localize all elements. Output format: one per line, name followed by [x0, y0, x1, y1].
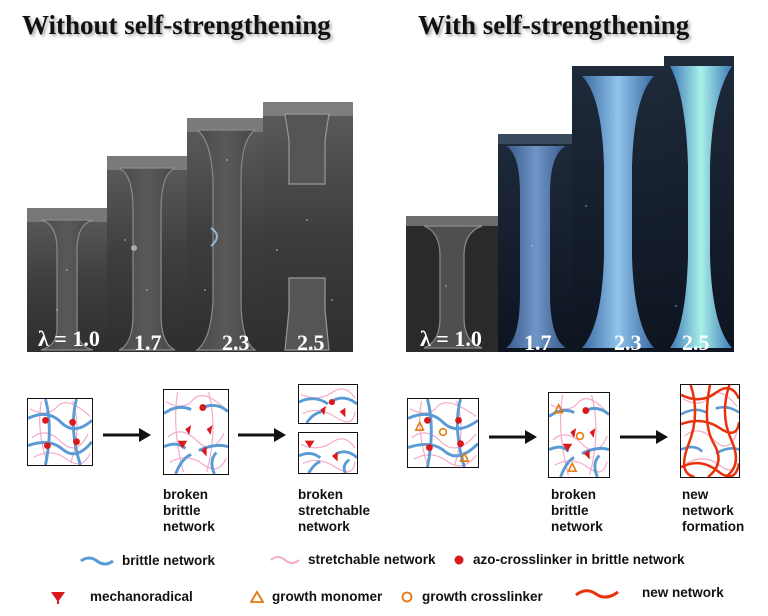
- new-network-line-icon: [575, 588, 619, 598]
- right-broken-brittle-caption: broken brittle network: [551, 487, 603, 534]
- left-lambda-label-2: 1.7: [134, 330, 162, 355]
- legend-brittle-network: brittle network: [80, 553, 215, 568]
- left-panel-title: Without self-strengthening: [22, 10, 331, 40]
- azo-crosslinker-dot-icon: [454, 555, 464, 564]
- legend-stretchable-network: stretchable network: [270, 552, 436, 567]
- right-broken-brittle-box: [548, 392, 610, 478]
- left-broken-stretchable-caption: broken stretchable network: [298, 487, 371, 534]
- right-lambda-label-3: 2.3: [614, 330, 642, 355]
- growth-monomer-triangle-icon: [250, 589, 264, 603]
- right-arrow-2: [620, 430, 668, 444]
- left-arrow-1: [103, 428, 151, 442]
- right-new-network-box: [680, 384, 740, 478]
- left-lambda-label-1: λ = 1.0: [38, 326, 100, 351]
- left-broken-brittle-caption: broken brittle network: [163, 487, 215, 534]
- left-broken-brittle-box: [163, 389, 229, 475]
- left-intact-network-box: [27, 398, 93, 466]
- left-lambda-label-3: 2.3: [222, 330, 250, 355]
- legend-growth-monomer: growth monomer: [250, 589, 382, 604]
- legend-azo-crosslinker: azo-crosslinker in brittle network: [453, 552, 685, 567]
- right-lambda-label-2: 1.7: [524, 330, 552, 355]
- right-lambda-label-4: 2.5: [682, 330, 710, 355]
- right-intact-network-box: [407, 398, 479, 468]
- right-stretching-photo: [406, 56, 734, 352]
- legend-mechanoradical: mechanoradical: [50, 589, 193, 604]
- mechanoradical-icon: [51, 591, 65, 604]
- left-arrow-2: [238, 428, 286, 442]
- growth-crosslinker-circle-icon: [401, 591, 413, 602]
- right-new-network-caption: new network formation: [682, 487, 745, 534]
- brittle-network-line-icon: [80, 556, 114, 565]
- left-broken-stretchable-top-box: [298, 384, 358, 424]
- legend-new-network: new network: [574, 585, 724, 600]
- right-arrow-1: [489, 430, 537, 444]
- legend-growth-crosslinker: growth crosslinker: [400, 589, 543, 604]
- left-lambda-label-4: 2.5: [297, 330, 325, 355]
- left-stretching-photo: [27, 100, 353, 352]
- left-broken-stretchable-bottom-box: [298, 432, 358, 474]
- right-panel-title: With self-strengthening: [418, 10, 690, 40]
- stretchable-network-line-icon: [270, 555, 300, 564]
- right-lambda-label-1: λ = 1.0: [420, 326, 482, 351]
